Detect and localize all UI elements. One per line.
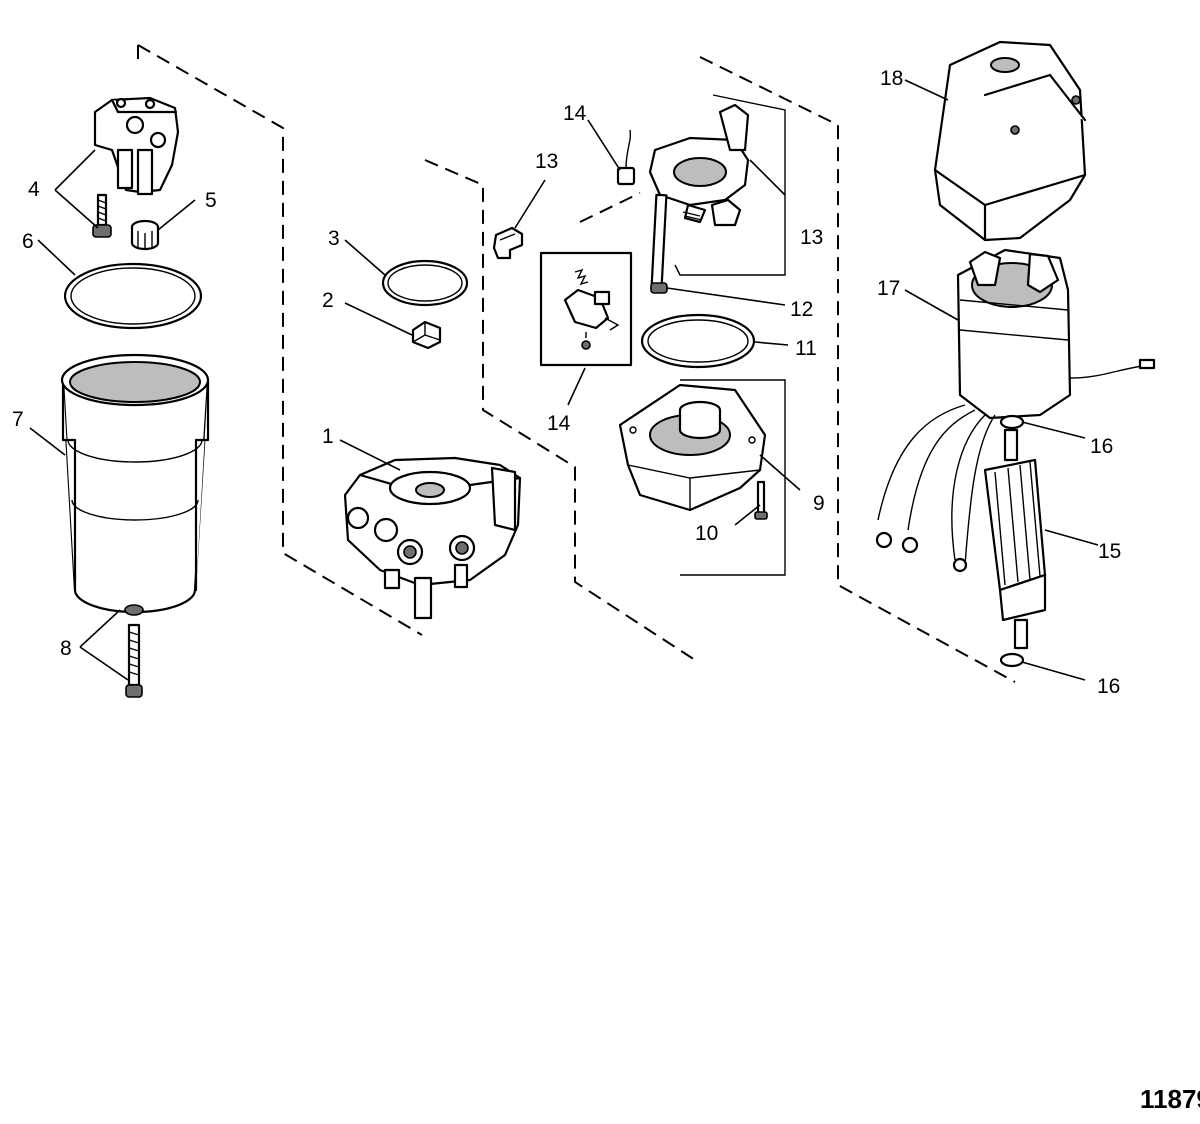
callout-16-bottom: 16 — [1097, 675, 1120, 698]
callout-14-kit: 14 — [547, 412, 571, 435]
callout-10: 10 — [695, 522, 718, 545]
callout-4: 4 — [28, 178, 40, 201]
part-13-clip — [492, 226, 524, 260]
part-15-armature — [983, 428, 1047, 650]
part-5-nut — [130, 219, 160, 251]
part-7-reservoir — [60, 353, 210, 614]
part-4-screw — [92, 193, 112, 238]
part-13-brush-holder — [648, 103, 750, 227]
figure-number: 11879 — [1140, 1084, 1200, 1114]
callout-13-holder: 13 — [800, 226, 823, 249]
part-4-valve-body — [93, 96, 180, 196]
part-12-bolt — [650, 193, 668, 294]
callout-labels: 4 5 6 7 8 3 2 1 13 14 13 12 11 14 9 10 1… — [12, 67, 1121, 698]
assembly-boundary-lines — [137, 44, 1016, 683]
callout-14-lead: 14 — [563, 102, 587, 125]
part-1-pump-housing — [343, 456, 522, 620]
part-16-washer-bottom — [999, 652, 1025, 668]
part-18-motor-cover — [933, 40, 1087, 242]
callout-11: 11 — [795, 337, 817, 360]
callout-3: 3 — [328, 227, 340, 250]
part-2-fitting — [411, 320, 442, 350]
callout-leader-lines — [29, 79, 1099, 681]
part-10-screw — [754, 480, 768, 520]
part-8-screw-washer — [124, 604, 144, 698]
callout-2: 2 — [322, 289, 334, 312]
callout-16-top: 16 — [1090, 435, 1113, 458]
callout-17: 17 — [877, 277, 900, 300]
callout-12: 12 — [790, 298, 813, 321]
part-11-o-ring — [640, 313, 756, 369]
callout-9: 9 — [813, 492, 825, 515]
callout-13-clip: 13 — [535, 150, 558, 173]
part-9-end-housing — [618, 383, 767, 512]
callout-15: 15 — [1098, 540, 1121, 563]
part-16-washer-top — [999, 414, 1025, 430]
part-3-o-ring — [381, 259, 469, 307]
part-14-brush-lead — [616, 129, 636, 186]
part-17-field-frame — [875, 248, 1156, 573]
callout-18: 18 — [880, 67, 903, 90]
callout-7: 7 — [12, 408, 24, 431]
callout-5: 5 — [205, 189, 217, 212]
part-6-o-ring — [63, 262, 203, 330]
callout-6: 6 — [22, 230, 34, 253]
part-14-brush-kit — [539, 251, 633, 367]
callout-1: 1 — [322, 425, 334, 448]
callout-8: 8 — [60, 637, 72, 660]
